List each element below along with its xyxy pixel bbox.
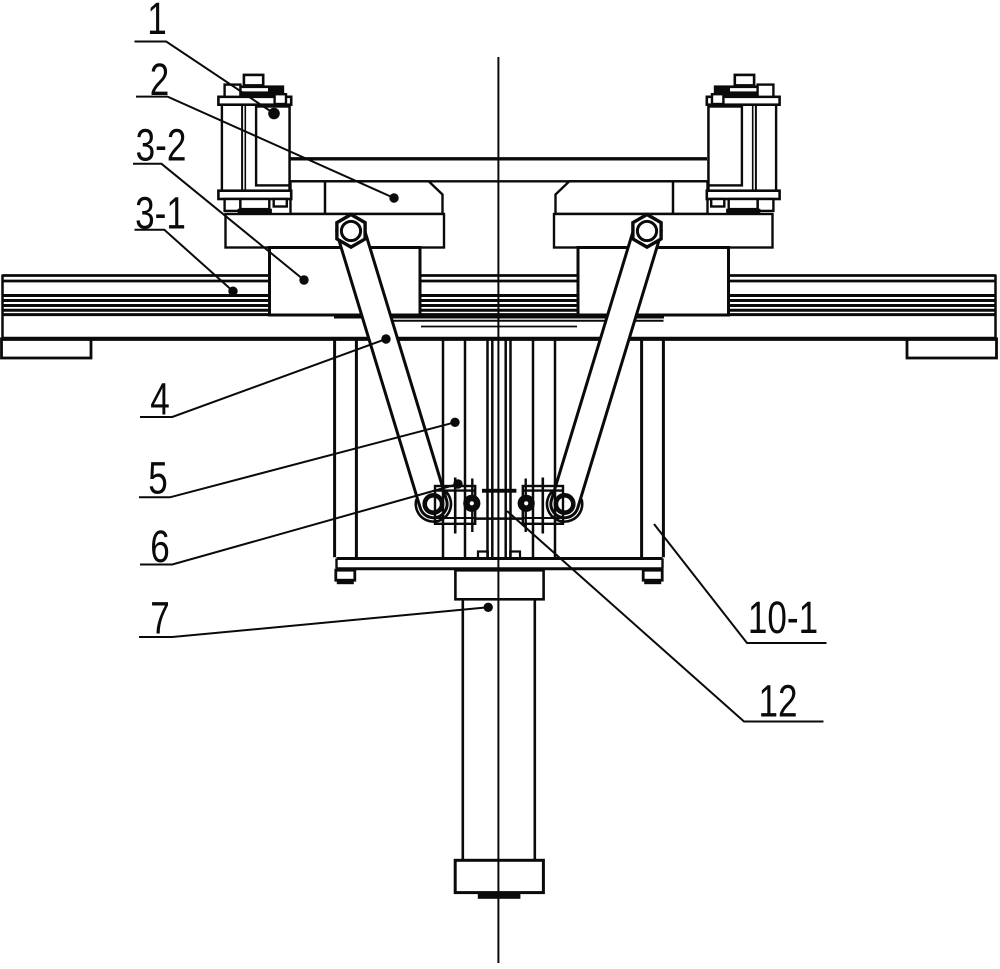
svg-text:7: 7 xyxy=(150,592,170,643)
svg-text:3-1: 3-1 xyxy=(135,187,186,238)
svg-text:5: 5 xyxy=(148,452,168,503)
svg-text:6: 6 xyxy=(150,521,170,572)
svg-text:12: 12 xyxy=(758,675,797,726)
svg-text:4: 4 xyxy=(150,373,170,424)
svg-text:10-1: 10-1 xyxy=(748,592,818,643)
svg-text:3-2: 3-2 xyxy=(136,119,187,170)
svg-text:1: 1 xyxy=(147,0,167,44)
svg-text:2: 2 xyxy=(150,54,170,105)
